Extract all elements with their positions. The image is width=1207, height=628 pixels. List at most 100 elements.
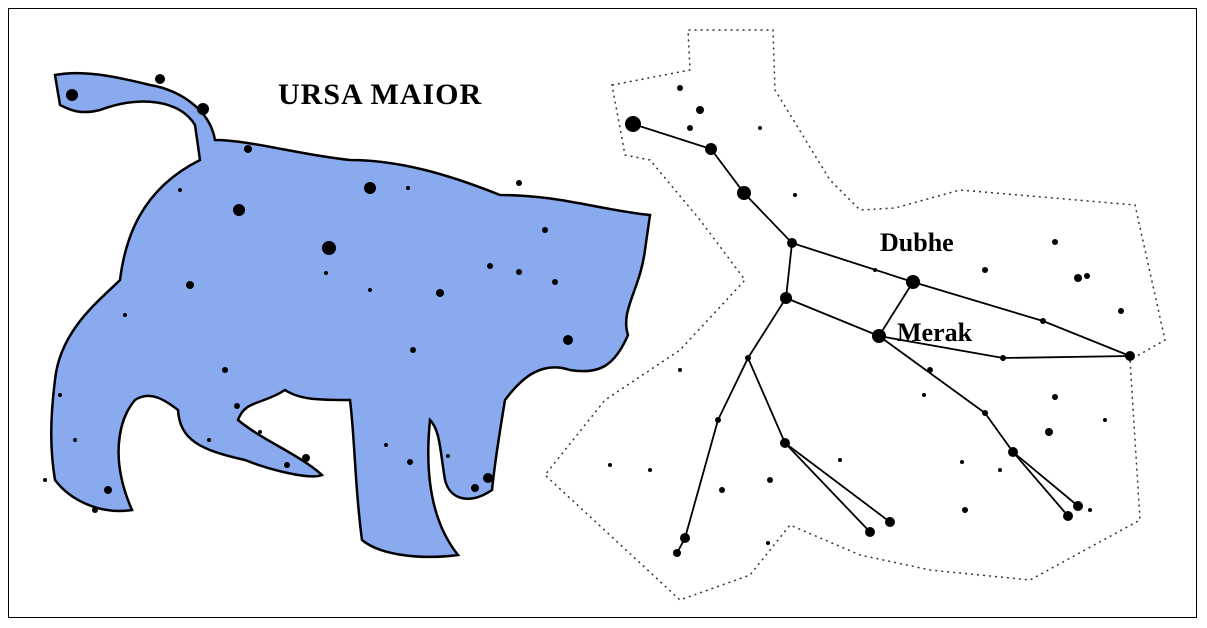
chart-star	[677, 85, 683, 91]
chart-star	[962, 507, 968, 513]
bear-star	[92, 507, 98, 513]
label-merak: Merak	[897, 318, 973, 347]
chart-star	[719, 487, 725, 493]
bear-star	[186, 281, 194, 289]
bear-star	[407, 459, 413, 465]
bear-star	[178, 188, 182, 192]
bear-figure	[50, 71, 652, 559]
bear-star	[516, 269, 522, 275]
chart-star	[780, 292, 792, 304]
bear-star	[542, 227, 548, 233]
bear-star	[364, 182, 376, 194]
chart-star	[982, 410, 988, 416]
constellation-line	[1012, 451, 1069, 517]
chart-star	[872, 329, 886, 343]
bear-star	[302, 454, 310, 462]
chart-star	[1125, 351, 1135, 361]
chart-star	[715, 417, 721, 423]
chart-star	[906, 275, 920, 289]
bear-star	[43, 478, 47, 482]
bear-star	[406, 186, 410, 190]
bear-star	[436, 289, 444, 297]
chart-star	[1118, 308, 1124, 314]
chart-star	[787, 238, 797, 248]
constellation-title: URSA MAIOR	[278, 78, 483, 111]
chart-star	[678, 368, 682, 372]
bear-star	[104, 486, 112, 494]
constellation-line	[747, 357, 871, 533]
chart-star	[1073, 501, 1083, 511]
chart-star	[1063, 511, 1073, 521]
chart-star	[1045, 428, 1053, 436]
bear-star	[483, 473, 493, 483]
constellation-line	[784, 442, 891, 523]
chart-star	[1052, 394, 1058, 400]
chart-stars	[608, 85, 1135, 557]
chart-star	[793, 193, 797, 197]
constellation-line	[878, 335, 1079, 507]
bear-star	[516, 180, 522, 186]
bear-stars	[43, 74, 573, 513]
bear-star	[207, 438, 211, 442]
bear-star	[384, 443, 388, 447]
chart-star	[673, 549, 681, 557]
chart-star	[1040, 318, 1046, 324]
constellation-line	[785, 242, 914, 338]
chart-star	[608, 463, 612, 467]
bear-star	[233, 204, 245, 216]
chart-star	[648, 468, 652, 472]
chart-star	[1008, 447, 1018, 457]
bear-star	[244, 145, 252, 153]
bear-star	[66, 89, 78, 101]
chart-star	[1052, 239, 1058, 245]
chart-star	[927, 367, 933, 373]
bear-star	[410, 347, 416, 353]
bear-star	[258, 430, 262, 434]
bear-star	[284, 462, 290, 468]
chart-star	[696, 106, 704, 114]
chart-star	[873, 268, 877, 272]
constellation-boundary	[543, 29, 1166, 601]
chart-star	[1074, 274, 1082, 282]
bear-star	[197, 103, 209, 115]
bear-star	[471, 484, 479, 492]
bear-star	[487, 263, 493, 269]
bear-star	[58, 393, 62, 397]
chart-star	[960, 460, 964, 464]
chart-star	[758, 126, 762, 130]
bear-star	[155, 74, 165, 84]
chart-star	[1084, 273, 1090, 279]
bear-star	[446, 454, 450, 458]
image-frame	[8, 8, 1197, 618]
bear-star	[368, 288, 372, 292]
chart-star	[982, 267, 988, 273]
bear-star	[552, 279, 558, 285]
chart-star	[766, 541, 770, 545]
chart-star	[885, 517, 895, 527]
chart-star	[705, 143, 717, 155]
chart-star	[687, 125, 693, 131]
chart-star	[680, 533, 690, 543]
chart-star	[1088, 508, 1092, 512]
constellation-line	[676, 297, 787, 554]
bear-star	[563, 335, 573, 345]
chart-star	[767, 477, 773, 483]
chart-star	[922, 393, 926, 397]
chart-star	[998, 468, 1002, 472]
chart-star	[737, 186, 751, 200]
constellation-line	[632, 123, 914, 283]
bear-star	[324, 271, 328, 275]
bear-star	[322, 241, 336, 255]
chart-star	[625, 116, 641, 132]
chart-star	[838, 458, 842, 462]
chart-star	[1103, 418, 1107, 422]
chart-star	[780, 438, 790, 448]
bear-star	[123, 313, 127, 317]
bear-star	[222, 367, 228, 373]
bear-star	[234, 403, 240, 409]
chart-star	[865, 527, 875, 537]
label-dubhe: Dubhe	[880, 228, 954, 257]
chart-star	[1000, 355, 1006, 361]
bear-star	[73, 438, 77, 442]
